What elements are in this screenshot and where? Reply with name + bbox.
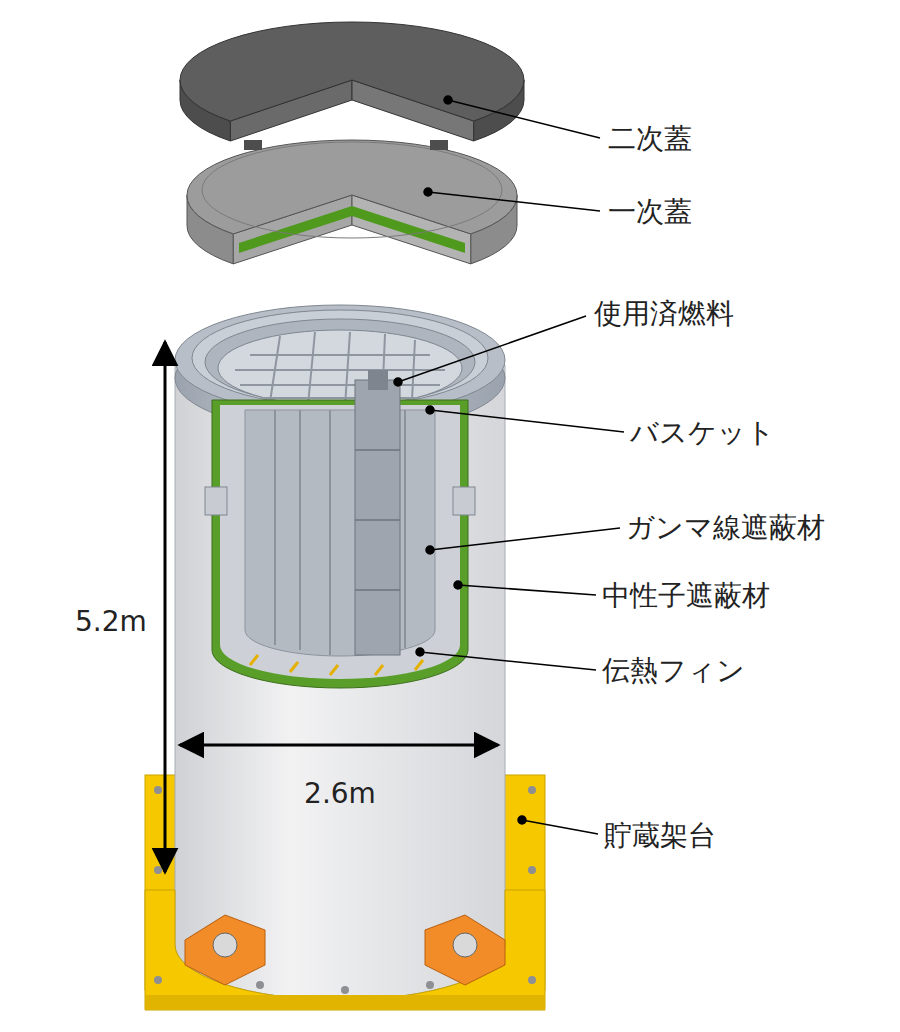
dimension-label: 5.2m (75, 605, 147, 639)
part-label: ガンマ線遮蔽材 (626, 511, 825, 545)
part-label: 貯蔵架台 (604, 819, 716, 853)
part-label: 伝熱フィン (602, 654, 745, 688)
part-label: 中性子遮蔽材 (602, 579, 770, 613)
lid-label: 二次蓋 (608, 122, 692, 156)
dimension-label: 2.6m (304, 777, 376, 811)
part-label: 使用済燃料 (594, 297, 734, 331)
part-label: バスケット (630, 416, 775, 450)
lid-label: 一次蓋 (608, 195, 692, 229)
